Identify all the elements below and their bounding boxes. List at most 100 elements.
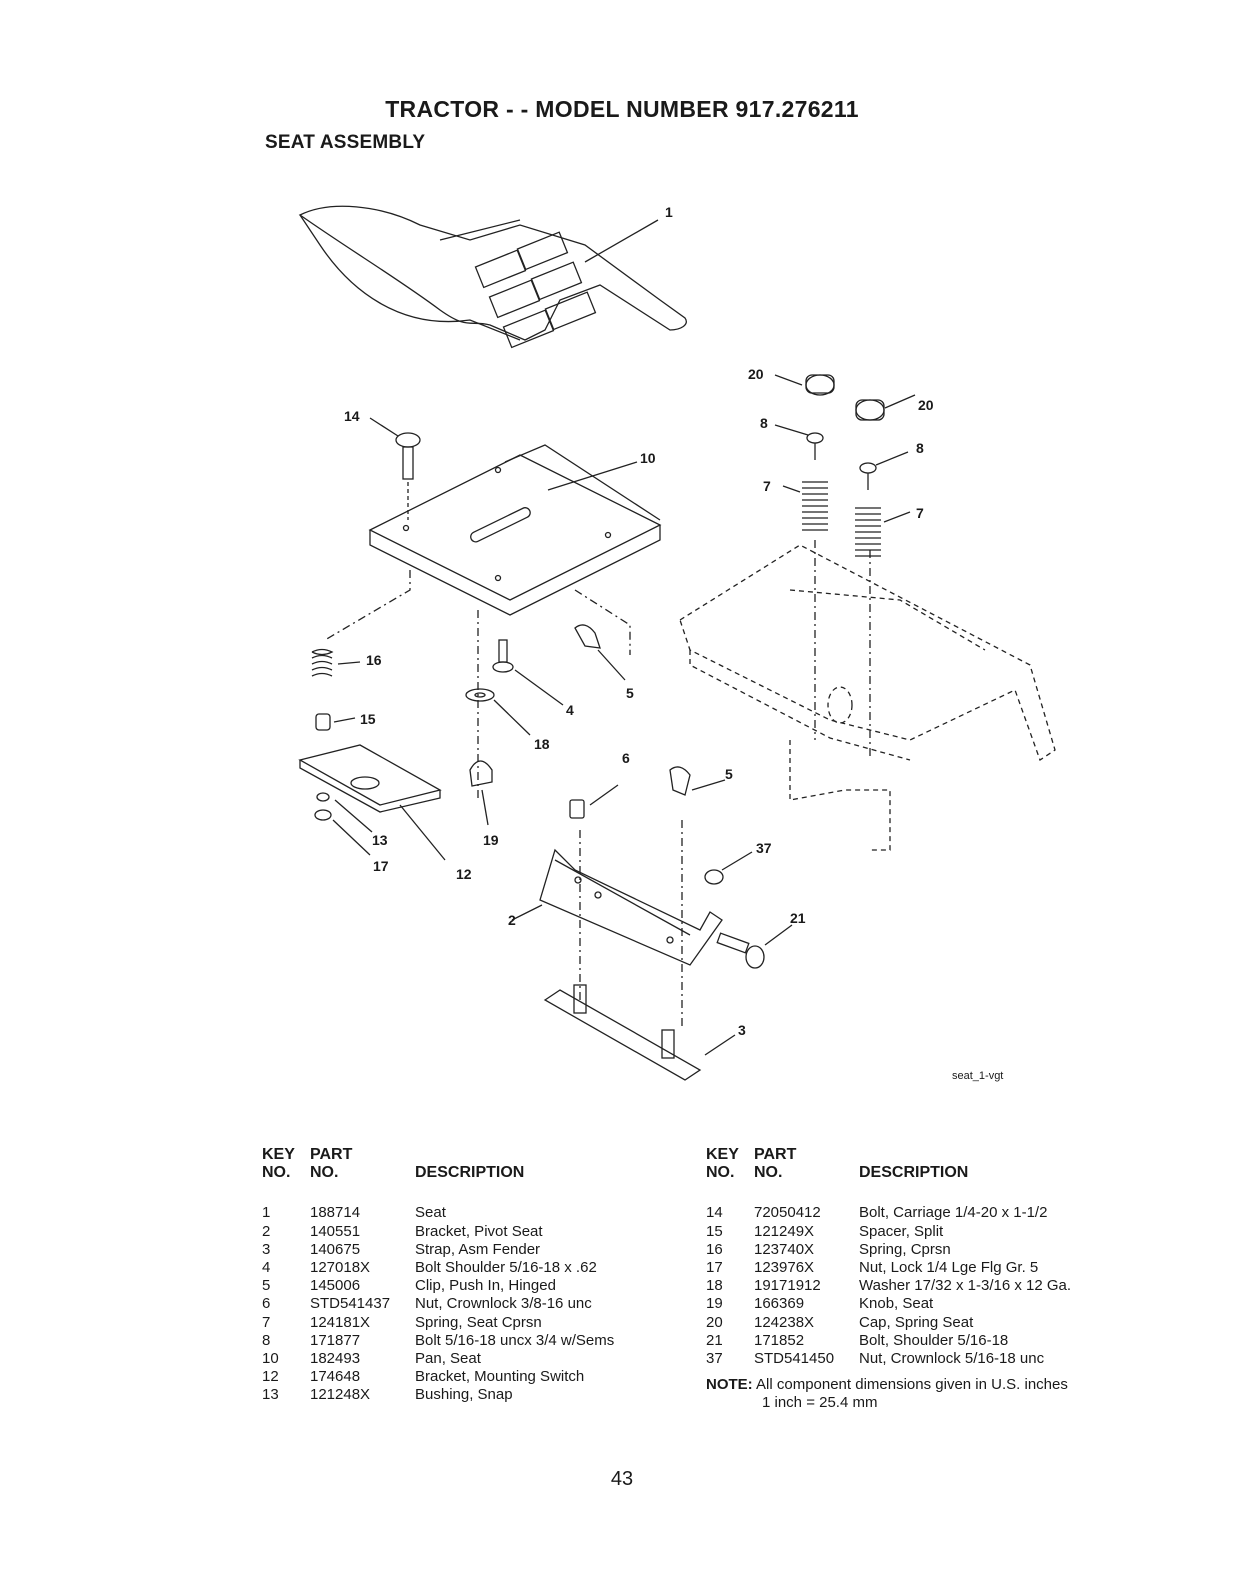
note-label: NOTE: — [706, 1376, 753, 1393]
part-number-cell: 123740X — [754, 1240, 815, 1258]
key-cell: 20 — [706, 1313, 723, 1331]
description-cell: Bolt 5/16-18 uncx 3/4 w/Sems — [415, 1331, 615, 1349]
table-row: 7 124181X Spring, Seat Cprsn — [262, 1314, 662, 1332]
table-header-row-1: KEY PART — [262, 1146, 662, 1164]
key-cell: 21 — [706, 1331, 723, 1349]
description-cell: Nut, Crownlock 5/16-18 unc — [859, 1349, 1045, 1367]
table-row: 15 121249X Spacer, Split — [706, 1223, 1136, 1241]
description-cell: Bolt Shoulder 5/16-18 x .62 — [415, 1258, 597, 1276]
description-cell: Knob, Seat — [859, 1295, 934, 1313]
note-text: All component dimensions given in U.S. i… — [756, 1376, 1068, 1393]
key-cell: 2 — [262, 1222, 271, 1240]
callout-1: 1 — [665, 204, 673, 220]
fender-strap-drawing — [543, 984, 736, 1081]
part-number-cell: 171877 — [310, 1331, 361, 1349]
header-no: NO. — [262, 1164, 291, 1182]
key-cell: 6 — [262, 1295, 271, 1313]
key-cell: 14 — [706, 1204, 723, 1222]
callout-37: 37 — [756, 840, 772, 856]
part-number-cell: 140675 — [310, 1240, 361, 1258]
description-cell: Pan, Seat — [415, 1349, 481, 1367]
callout-21: 21 — [790, 910, 806, 926]
table-header-row-2: NO. NO. DESCRIPTION — [262, 1164, 662, 1182]
part-number-cell: 124238X — [754, 1313, 815, 1331]
key-cell: 10 — [262, 1349, 279, 1367]
header-part: PART — [310, 1146, 353, 1163]
key-cell: 7 — [262, 1313, 271, 1331]
description-cell: Bracket, Pivot Seat — [415, 1222, 543, 1240]
callout-18: 18 — [534, 736, 550, 752]
callout-20b: 20 — [918, 397, 934, 413]
part-number-cell: 174648 — [310, 1368, 361, 1386]
key-cell: 37 — [706, 1349, 723, 1367]
callout-7a: 7 — [763, 478, 771, 494]
callout-5a: 5 — [626, 685, 634, 701]
key-cell: 19 — [706, 1295, 723, 1313]
page-title: TRACTOR - - MODEL NUMBER 917.276211 — [385, 96, 859, 122]
part-number-cell: 127018X — [310, 1258, 371, 1276]
header-part: PART — [754, 1146, 797, 1163]
switch-bracket-drawing — [298, 744, 446, 861]
header-no: NO. — [706, 1164, 735, 1182]
part-number-cell: 121248X — [310, 1386, 371, 1404]
fender-outline — [679, 544, 1056, 851]
header-description: DESCRIPTION — [859, 1164, 969, 1182]
description-cell: Nut, Crownlock 3/8-16 unc — [415, 1295, 592, 1313]
clip-drawing — [574, 624, 626, 681]
part-number-cell: STD541450 — [754, 1349, 835, 1367]
table-row: 8 171877 Bolt 5/16-18 uncx 3/4 w/Sems — [262, 1332, 662, 1350]
table-row: 37 STD541450 Nut, Crownlock 5/16-18 unc — [706, 1350, 1136, 1368]
callout-7b: 7 — [916, 505, 924, 521]
table-header-row-2: NO. NO. DESCRIPTION — [706, 1164, 1136, 1182]
callout-2: 2 — [508, 912, 516, 928]
description-cell: Bracket, Mounting Switch — [415, 1368, 585, 1386]
description-cell: Seat — [415, 1204, 446, 1222]
description-cell: Cap, Spring Seat — [859, 1313, 974, 1331]
key-cell: 1 — [262, 1204, 271, 1222]
description-cell: Clip, Push In, Hinged — [415, 1277, 556, 1295]
callout-17: 17 — [373, 858, 389, 874]
exploded-parts-diagram — [298, 205, 1056, 1081]
callout-10: 10 — [640, 450, 656, 466]
header-part-no: NO. — [310, 1164, 339, 1182]
description-cell: Spacer, Split — [859, 1222, 944, 1240]
diagram-code: seat_1-vgt — [952, 1070, 1004, 1082]
key-cell: 4 — [262, 1258, 271, 1276]
part-number-cell: 121249X — [754, 1222, 815, 1240]
table-row: 20 124238X Cap, Spring Seat — [706, 1314, 1136, 1332]
description-cell: Washer 17/32 x 1-3/16 x 12 Ga. — [859, 1277, 1072, 1295]
callout-3: 3 — [738, 1022, 746, 1038]
key-cell: 13 — [262, 1386, 279, 1404]
key-cell: 5 — [262, 1277, 271, 1295]
header-key: KEY — [706, 1146, 739, 1163]
part-number-cell: 124181X — [310, 1313, 371, 1331]
callout-16: 16 — [366, 652, 382, 668]
table-header-row-1: KEY PART — [706, 1146, 1136, 1164]
part-number-cell: 171852 — [754, 1331, 805, 1349]
part-number-cell: 19171912 — [754, 1277, 821, 1295]
dimension-note: NOTE: All component dimensions given in … — [706, 1376, 1068, 1412]
callout-8a: 8 — [760, 415, 768, 431]
description-cell: Spring, Seat Cprsn — [415, 1313, 542, 1331]
part-number-cell: STD541437 — [310, 1295, 391, 1313]
key-cell: 15 — [706, 1222, 723, 1240]
callout-13: 13 — [372, 832, 388, 848]
callout-14: 14 — [344, 408, 360, 424]
callout-20a: 20 — [748, 366, 764, 382]
header-key: KEY — [262, 1146, 295, 1163]
seat-drawing — [298, 205, 687, 349]
key-cell: 8 — [262, 1331, 271, 1349]
description-cell: Spring, Cprsn — [859, 1240, 951, 1258]
